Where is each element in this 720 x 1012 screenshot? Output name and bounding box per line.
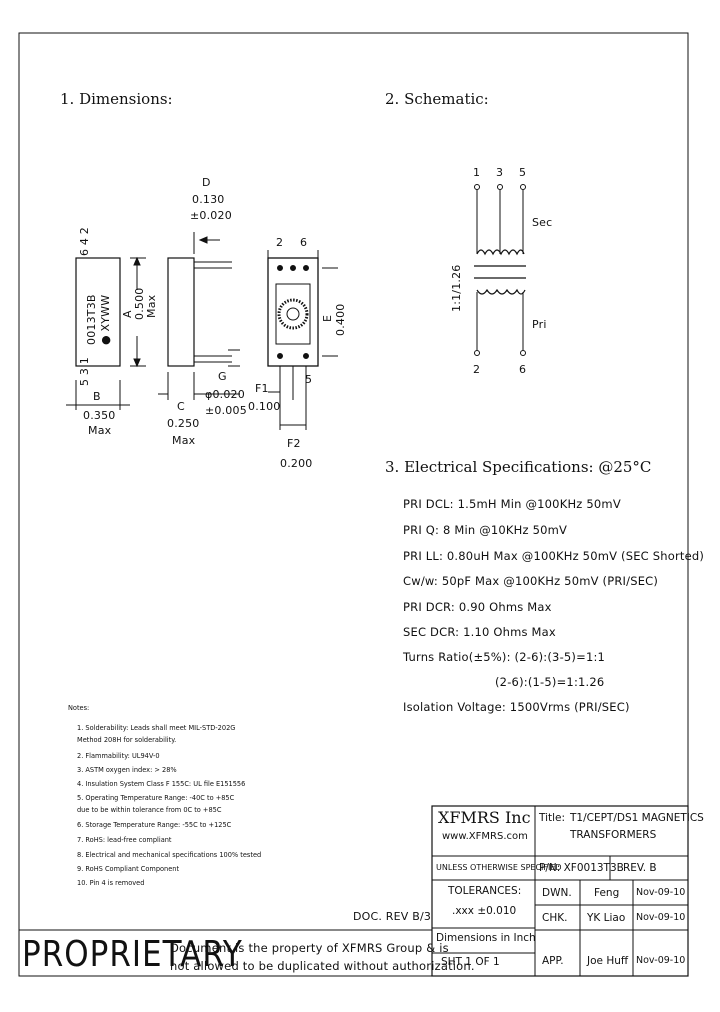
date-code: ● XYWW (99, 294, 112, 345)
dimensions-unit: Dimensions in Inch (436, 932, 536, 944)
schematic-pri: Pri (532, 318, 547, 331)
note-item: 6. Storage Temperature Range: -55C to +1… (77, 821, 232, 829)
company-name: XFMRS Inc (438, 808, 531, 827)
doc-rev: DOC. REV B/3 (353, 910, 432, 923)
schematic-sec: Sec (532, 216, 553, 229)
dim-e-label: E (321, 314, 334, 322)
spec-sec-dcr: SEC DCR: 1.10 Ohms Max (403, 625, 556, 639)
section-electrical-heading: 3. Electrical Specifications: @25°C (385, 458, 652, 476)
bottom-pin-6: 6 (300, 236, 308, 249)
dwn-date: Nov-09-10 (636, 887, 686, 898)
app-date: Nov-09-10 (636, 955, 686, 966)
proprietary-line-2: not allowed to be duplicated without aut… (170, 959, 475, 973)
schematic-pin-3: 3 (496, 166, 504, 179)
notes-title: Notes: (68, 704, 90, 712)
spec-turns-ratio-2: (2-6):(1-5)=1:1.26 (495, 675, 605, 689)
app-label: APP. (542, 955, 564, 967)
note-item: 7. RoHS: lead-free compliant (77, 836, 172, 844)
front-view-body (75, 257, 121, 367)
dim-d-tol: ±0.020 (190, 209, 232, 222)
sheet-border (18, 32, 689, 977)
tolerances-label: TOLERANCES: (448, 885, 522, 897)
note-item: 9. RoHS Compliant Component (77, 865, 180, 873)
spec-pri-ll: PRI LL: 0.80uH Max @100KHz 50mV (SEC Sho… (403, 549, 705, 563)
tolerance-value: .xxx ±0.010 (452, 905, 517, 917)
dim-d-value: 0.130 (192, 193, 225, 206)
primary-coil (476, 288, 526, 295)
bottom-pin-5: 5 (305, 373, 313, 386)
note-item: due to be within tolerance from 0C to +8… (77, 806, 222, 814)
title-line-2: TRANSFORMERS (570, 829, 657, 841)
front-pins-top: 6 4 2 (78, 227, 91, 256)
app-name: Joe Huff (587, 955, 629, 967)
dim-b-max: Max (88, 424, 112, 437)
dim-g-value: φ0.020 (205, 388, 245, 401)
sheet-number: SHT 1 OF 1 (441, 956, 500, 968)
schematic-ratio: 1:1/1.26 (450, 264, 463, 312)
note-item: 1. Solderability: Leads shall meet MIL-S… (77, 724, 236, 732)
side-view-body (167, 257, 195, 367)
dim-b-value: 0.350 (83, 409, 116, 422)
dim-f1-label: F1 (255, 382, 269, 395)
chk-name: YK Liao (587, 912, 626, 924)
dim-c-label: C (177, 400, 185, 413)
bottom-pin-2: 2 (276, 236, 284, 249)
section-schematic-heading: 2. Schematic: (385, 90, 489, 108)
dim-c-value: 0.250 (167, 417, 200, 430)
company-url: www.XFMRS.com (442, 831, 528, 842)
note-item: 10. Pin 4 is removed (77, 879, 145, 887)
spec-pri-q: PRI Q: 8 Min @10KHz 50mV (403, 523, 568, 537)
dwn-name: Feng (594, 887, 620, 899)
dim-b-label: B (93, 390, 101, 403)
title-block (431, 805, 689, 977)
dim-e-value: 0.400 (334, 303, 347, 337)
note-item: 5. Operating Temperature Range: -40C to … (77, 794, 235, 802)
chk-date: Nov-09-10 (636, 912, 686, 923)
spec-cww: Cw/w: 50pF Max @100KHz 50mV (PRI/SEC) (403, 574, 659, 588)
dim-a-max: Max (145, 294, 158, 318)
dim-f2-label: F2 (287, 437, 301, 450)
schematic-pin-1: 1 (473, 166, 481, 179)
note-item: 3. ASTM oxygen index: > 28% (77, 766, 177, 774)
front-pins-bottom: 5 3 1 (78, 357, 91, 386)
secondary-coil (476, 249, 525, 256)
section-dimensions-heading: 1. Dimensions: (60, 90, 173, 108)
dim-g-label: G (218, 370, 227, 383)
note-item: 8. Electrical and mechanical specificati… (77, 851, 262, 859)
part-number: P/N: XF0013T3B (539, 862, 624, 874)
proprietary-line-1: Document is the property of XFMRS Group … (170, 941, 449, 955)
dwn-label: DWN. (542, 887, 572, 899)
dim-f1-value: 0.100 (248, 400, 281, 413)
dim-g-tol: ±0.005 (205, 404, 247, 417)
proprietary-label: PROPRIETARY (22, 934, 243, 976)
schematic-pin-2: 2 (473, 363, 481, 376)
spec-pri-dcl: PRI DCL: 1.5mH Min @100KHz 50mV (403, 497, 621, 511)
note-item: Method 208H for solderability. (77, 736, 177, 744)
dim-c-max: Max (172, 434, 196, 447)
revision: REV. B (623, 862, 657, 874)
note-item: 2. Flammability: UL94V-0 (77, 752, 160, 760)
schematic-pin-6: 6 (519, 363, 527, 376)
dim-f2-value: 0.200 (280, 457, 313, 470)
spec-pri-dcr: PRI DCR: 0.90 Ohms Max (403, 600, 552, 614)
dim-d-label: D (202, 176, 211, 189)
title-label: Title: (539, 812, 566, 824)
chk-label: CHK. (542, 912, 568, 924)
unless-specified: UNLESS OTHERWISE SPECIFIED (436, 863, 562, 872)
schematic-pin-5: 5 (519, 166, 527, 179)
spec-turns-ratio-1: Turns Ratio(±5%): (2-6):(3-5)=1:1 (403, 650, 606, 664)
note-item: 4. Insulation System Class F 155C: UL fi… (77, 780, 246, 788)
spec-isolation: Isolation Voltage: 1500Vrms (PRI/SEC) (403, 700, 630, 714)
part-mark: 0013T3B (85, 294, 98, 345)
title-line-1: T1/CEPT/DS1 MAGNETICS (570, 812, 704, 824)
